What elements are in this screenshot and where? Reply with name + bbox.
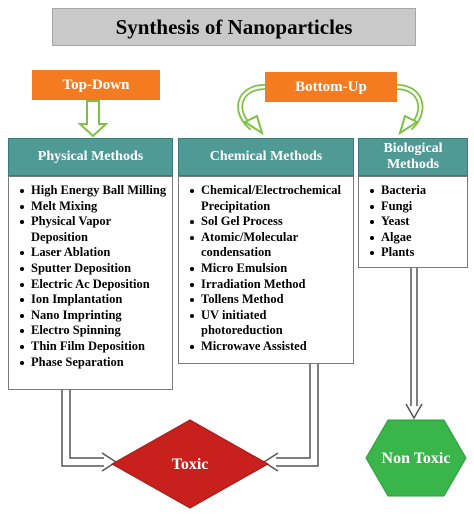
list-item: Irradiation Method bbox=[190, 277, 349, 293]
list-item: Nano Imprinting bbox=[20, 308, 168, 324]
list-item: Phase Separation bbox=[20, 355, 168, 371]
non-toxic-label: Non Toxic bbox=[381, 450, 451, 467]
list-item: Algae bbox=[370, 230, 463, 246]
top-down-label: Top-Down bbox=[32, 70, 160, 100]
non-toxic-hexagon bbox=[365, 419, 467, 497]
list-item: Sol Gel Process bbox=[190, 214, 349, 230]
chemical-methods-header: Chemical Methods bbox=[178, 138, 354, 176]
list-item: Electric Ac Deposition bbox=[20, 277, 168, 293]
list-item: Yeast bbox=[370, 214, 463, 230]
bottom-up-label: Bottom-Up bbox=[265, 72, 397, 102]
chemical-methods-list: Chemical/Electrochemical Precipitation S… bbox=[178, 176, 354, 364]
biological-methods-list: Bacteria Fungi Yeast Algae Plants bbox=[358, 176, 468, 268]
list-item: Plants bbox=[370, 245, 463, 261]
biological-to-nontoxic-arrow bbox=[410, 268, 418, 406]
list-item: Thin Film Deposition bbox=[20, 339, 168, 355]
physical-methods-header: Physical Methods bbox=[8, 138, 173, 176]
list-item: Electro Spinning bbox=[20, 323, 168, 339]
list-item: Melt Mixing bbox=[20, 199, 168, 215]
physical-to-toxic-arrow bbox=[61, 390, 104, 467]
list-item: Laser Ablation bbox=[20, 245, 168, 261]
list-item: Microwave Assisted bbox=[190, 339, 349, 355]
list-item: Ion Implantation bbox=[20, 292, 168, 308]
list-item: Atomic/Molecular condensation bbox=[190, 230, 349, 261]
biological-methods-header: Biological Methods bbox=[358, 138, 468, 176]
list-item: Micro Emulsion bbox=[190, 261, 349, 277]
list-item: Tollens Method bbox=[190, 292, 349, 308]
list-item: Physical Vapor Deposition bbox=[20, 214, 168, 245]
top-down-arrow bbox=[77, 100, 109, 138]
list-item: Fungi bbox=[370, 199, 463, 215]
list-item: Sputter Deposition bbox=[20, 261, 168, 277]
page-title: Synthesis of Nanoparticles bbox=[52, 8, 416, 46]
physical-methods-list: High Energy Ball Milling Melt Mixing Phy… bbox=[8, 176, 173, 390]
list-item: Chemical/Electrochemical Precipitation bbox=[190, 183, 349, 214]
list-item: Bacteria bbox=[370, 183, 463, 199]
toxic-diamond bbox=[110, 419, 270, 509]
toxic-label: Toxic bbox=[171, 456, 209, 473]
list-item: High Energy Ball Milling bbox=[20, 183, 167, 197]
list-item: UV initiated photoreduction bbox=[190, 308, 349, 339]
chemical-to-toxic-arrow bbox=[276, 364, 319, 467]
